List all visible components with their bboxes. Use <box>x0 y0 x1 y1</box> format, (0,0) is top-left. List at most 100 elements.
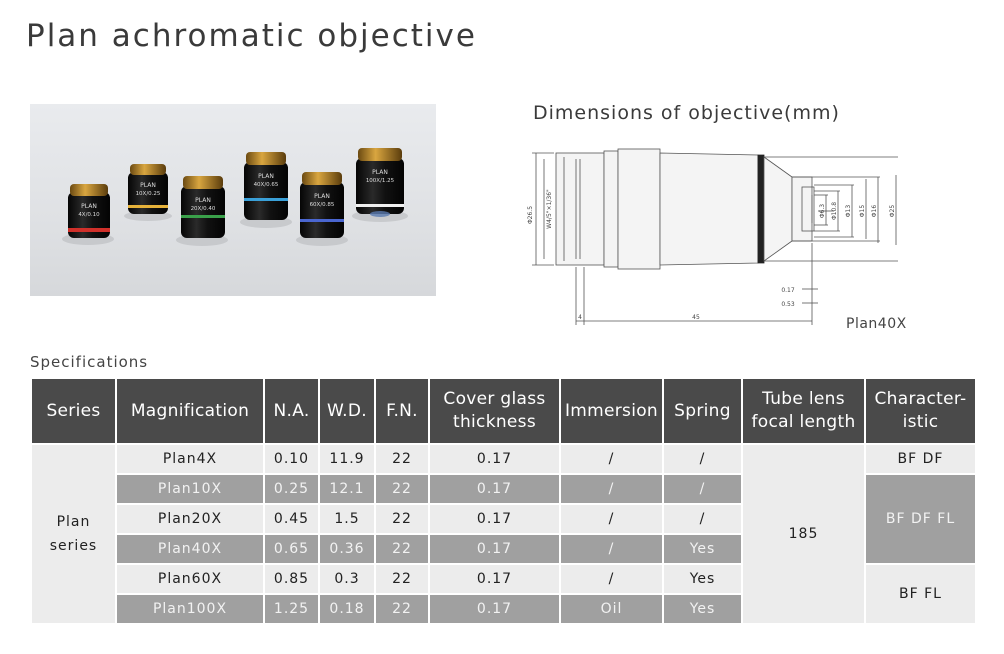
header-tube-lens: Tube lens focal length <box>743 379 864 443</box>
dim-label: 4 <box>578 314 582 321</box>
cell-cover: 0.17 <box>430 475 559 503</box>
dia-label: Φ16 <box>871 205 878 218</box>
dim-label: 45 <box>692 314 700 321</box>
table-row: Plan40X 0.65 0.36 22 0.17 / Yes <box>32 535 975 563</box>
objective-40x: PLAN 40X/0.65 <box>240 152 292 228</box>
objective-label: PLAN <box>140 182 156 189</box>
table-row: Plan10X 0.25 12.1 22 0.17 / / BF DF FL <box>32 475 975 563</box>
dim-label: 0.17 <box>781 287 795 294</box>
cell-spring: Yes <box>664 565 741 593</box>
header-tube-line-2: focal length <box>751 412 856 432</box>
objective-spec: 100X/1.25 <box>366 178 395 184</box>
band-10x <box>128 205 168 208</box>
series-cell: Plan series <box>32 445 115 623</box>
table-row: Plan100X 1.25 0.18 22 0.17 Oil Yes <box>32 595 975 623</box>
objective-20x: PLAN 20X/0.40 <box>176 176 228 246</box>
header-cover-line-1: Cover glass <box>443 389 546 409</box>
cell-cover: 0.17 <box>430 595 559 623</box>
cell-na: 0.25 <box>265 475 318 503</box>
cell-na: 0.65 <box>265 535 318 563</box>
objective-label: PLAN <box>372 169 388 176</box>
objective-label: PLAN <box>314 193 330 200</box>
cell-na: 0.45 <box>265 505 318 533</box>
cell-cover: 0.17 <box>430 535 559 563</box>
cell-cover: 0.17 <box>430 445 559 473</box>
series-line-2: series <box>49 538 98 554</box>
cell-immersion: / <box>561 445 662 473</box>
dimensions-title: Dimensions of objective(mm) <box>533 102 840 124</box>
cell-magnification: Plan10X <box>117 475 263 503</box>
cell-na: 0.10 <box>265 445 318 473</box>
characteristic-cell: BF DF FL <box>866 475 975 563</box>
cell-spring: / <box>664 475 741 503</box>
outer-diameter-label: Φ26.5 <box>527 206 534 224</box>
header-immersion: Immersion <box>561 379 662 443</box>
header-char-line-2: istic <box>902 412 939 432</box>
cell-immersion: Oil <box>561 595 662 623</box>
specifications-label: Specifications <box>30 353 149 371</box>
objective-spec: 60X/0.85 <box>310 202 335 208</box>
cell-fn: 22 <box>376 505 428 533</box>
dia-label: Φ13 <box>845 205 852 218</box>
cell-wd: 0.18 <box>320 595 374 623</box>
cell-cover: 0.17 <box>430 505 559 533</box>
cell-fn: 22 <box>376 565 428 593</box>
dim-label: 0.53 <box>781 301 795 308</box>
header-tube-line-1: Tube lens <box>762 389 845 409</box>
table-header-row: Series Magnification N.A. W.D. F.N. Cove… <box>32 379 975 443</box>
dia-label: Φ25 <box>889 205 896 218</box>
dia-label: Φ6.3 <box>819 204 826 218</box>
cell-spring: / <box>664 445 741 473</box>
header-magnification: Magnification <box>117 379 263 443</box>
objectives-photo: PLAN 4X/0.10 PLAN 10X/0.25 PLAN 20X/0.40 <box>30 104 436 296</box>
series-line-1: Plan <box>56 514 91 530</box>
dia-label: Φ15 <box>859 205 866 218</box>
cell-fn: 22 <box>376 445 428 473</box>
cell-immersion: / <box>561 475 662 503</box>
cell-wd: 0.36 <box>320 535 374 563</box>
band-100x <box>356 204 404 207</box>
objective-spec: 20X/0.40 <box>191 206 216 212</box>
header-cover-line-2: thickness <box>452 412 536 432</box>
header-spring: Spring <box>664 379 741 443</box>
objective-label: PLAN <box>81 203 97 210</box>
cell-cover: 0.17 <box>430 565 559 593</box>
header-fn: F.N. <box>376 379 428 443</box>
characteristic-cell: BF FL <box>866 565 975 623</box>
tube-lens-cell: 185 <box>743 445 864 623</box>
objective-spec: 40X/0.65 <box>254 182 279 188</box>
page-title: Plan achromatic objective <box>26 18 477 54</box>
cell-wd: 12.1 <box>320 475 374 503</box>
cell-magnification: Plan20X <box>117 505 263 533</box>
objective-dimension-drawing: Φ26.5 W4/5"×1/36" Φ6.3 Φ10.8 Φ13 Φ15 Φ16… <box>527 148 898 325</box>
header-na: N.A. <box>265 379 318 443</box>
cell-fn: 22 <box>376 595 428 623</box>
cell-fn: 22 <box>376 535 428 563</box>
thread-label: W4/5"×1/36" <box>546 189 553 229</box>
header-series: Series <box>32 379 115 443</box>
cell-immersion: / <box>561 565 662 593</box>
objectives-illustration: PLAN 4X/0.10 PLAN 10X/0.25 PLAN 20X/0.40 <box>62 148 408 246</box>
objective-label: PLAN <box>195 197 211 204</box>
cell-wd: 11.9 <box>320 445 374 473</box>
dia-label: Φ10.8 <box>831 202 838 220</box>
cell-na: 1.25 <box>265 595 318 623</box>
cell-magnification: Plan100X <box>117 595 263 623</box>
objective-spec: 10X/0.25 <box>136 191 161 197</box>
header-wd: W.D. <box>320 379 374 443</box>
table-row: Plan60X 0.85 0.3 22 0.17 / Yes BF FL <box>32 565 975 623</box>
objective-100x: PLAN 100X/1.25 <box>352 148 408 222</box>
band-4x <box>68 228 110 232</box>
band-60x <box>300 219 344 222</box>
cell-fn: 22 <box>376 475 428 503</box>
characteristic-cell: BF DF <box>866 445 975 473</box>
drawing-model-label: Plan40X <box>846 316 907 332</box>
cell-magnification: Plan4X <box>117 445 263 473</box>
cell-spring: Yes <box>664 595 741 623</box>
header-char-line-1: Character- <box>874 389 967 409</box>
cell-na: 0.85 <box>265 565 318 593</box>
header-cover-glass: Cover glass thickness <box>430 379 559 443</box>
header-characteristic: Character-istic <box>866 379 975 443</box>
objective-60x: PLAN 60X/0.85 <box>296 172 348 246</box>
